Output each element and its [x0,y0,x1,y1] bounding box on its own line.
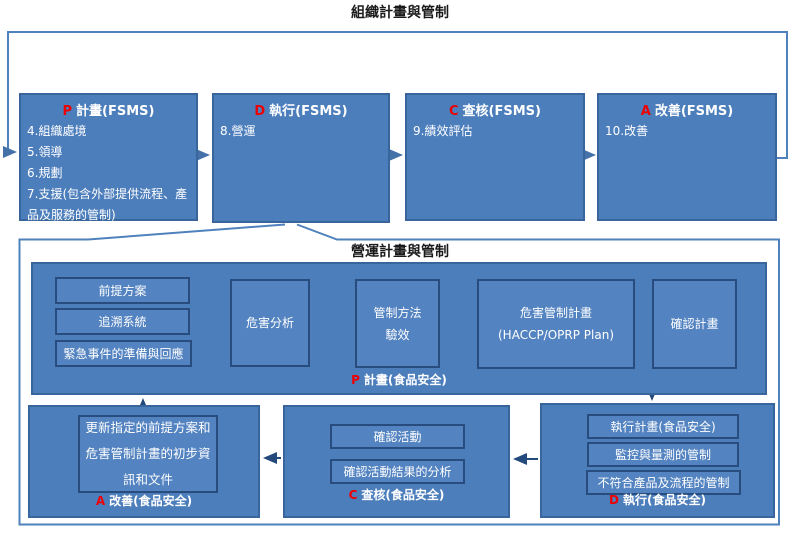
organization-plan-title: 組織計畫與管制 [351,5,449,21]
fs-emergency-label: 緊急事件的準備與回應 [63,346,184,361]
fsms-plan-item: 6.規劃 [27,166,63,180]
fs-traceability-box: 追溯系統 [55,308,190,335]
fs-hazard-analysis-label: 危害分析 [245,316,294,330]
fs-validation-line2: 驗效 [385,327,410,342]
operational-plan-title: 營運計畫與管制 [351,244,449,260]
fs-emergency-box: 緊急事件的準備與回應 [55,340,192,367]
fs-confirm-analysis-box: 確認活動結果的分析 [330,459,465,484]
fs-prp-box: 前提方案 [55,277,190,304]
fsms-check-items: 9.績效評估 [407,119,583,142]
fs-confirm-plan-label: 確認計畫 [670,317,719,331]
fsms-check-item: 9.績效評估 [413,124,473,138]
feedback-loop-line [3,31,788,159]
fsms-act-header-text: 改善(FSMS) [654,104,734,119]
fs-execute-plan-label: 執行計畫(食品安全) [610,419,716,434]
fsms-do-items: 8.營運 [214,119,388,142]
fs-check-label-text: 查核(食品安全) [361,488,445,502]
fs-prp-label: 前提方案 [98,283,147,298]
fs-haccp-line1: 危害管制計畫 [519,306,592,320]
fsms-act-item: 10.改善 [605,124,649,138]
fs-do-letter: D [609,493,619,507]
fs-monitoring-box: 監控與量測的管制 [587,442,739,467]
fs-nonconforming-label: 不符合產品及流程的管制 [597,475,730,490]
fsms-plan-item: 5.領導 [27,145,63,159]
fsms-plan-letter: P [62,104,73,119]
fsms-do-letter: D [254,104,266,119]
fsms-plan-item: 4.組織處境 [27,124,87,138]
fs-act-letter: A [95,494,106,508]
fs-act-label-text: 改善(食品安全) [109,494,193,508]
fs-execute-plan-box: 執行計畫(食品安全) [587,414,739,439]
fsms-act-items: 10.改善 [599,119,775,142]
fs-nonconforming-box: 不符合產品及流程的管制 [586,470,741,495]
fs-check-letter: C [348,488,358,502]
fsms-check-header-text: 查核(FSMS) [462,104,541,119]
fs-traceability-label: 追溯系統 [98,314,147,329]
fsms-plan-header-text: 計畫(FSMS) [76,104,155,119]
fs-do-label-text: 執行(食品安全) [622,493,706,507]
fs-haccp-line2: (HACCP/OPRP Plan) [497,328,615,342]
fs-plan-letter: P [351,373,360,387]
fsms-act-letter: A [640,104,651,119]
fs-confirm-plan-box: 確認計畫 [652,279,737,369]
fsms-do-item: 8.營運 [220,124,256,138]
fs-validation-line1: 管制方法 [373,305,422,320]
fs-hazard-analysis-box: 危害分析 [230,279,310,367]
fsms-plan-items: 4.組織處境 5.領導 6.規劃 7.支援(包含外部提供流程、產品及服務的管制) [21,119,196,226]
fsms-plan-item: 7.支援(包含外部提供流程、產品及服務的管制) [27,187,188,222]
fs-plan-label-text: 計畫(食品安全) [363,373,447,387]
fsms-do-header-text: 執行(FSMS) [269,104,348,119]
fs-confirm-activity-box: 確認活動 [330,424,465,449]
fs-monitoring-label: 監控與量測的管制 [614,447,711,462]
fs-validation-box: 管制方法 驗效 [355,279,440,368]
fs-haccp-box: 危害管制計畫 (HACCP/OPRP Plan) [477,279,635,369]
fs-plan-section: 前提方案 追溯系統 緊急事件的準備與回應 危害分析 管制方法 驗效 危害管制計畫… [31,262,767,395]
fs-confirm-analysis-label: 確認活動結果的分析 [343,464,452,479]
fs-confirm-activity-label: 確認活動 [373,429,422,444]
operational-container-outline [18,223,780,526]
fsms-check-letter: C [449,104,459,119]
fs-update-info-box: 更新指定的前提方案和危害管制計畫的初步資訊和文件 [78,415,218,493]
fs-update-info-label: 更新指定的前提方案和危害管制計畫的初步資訊和文件 [85,420,211,487]
